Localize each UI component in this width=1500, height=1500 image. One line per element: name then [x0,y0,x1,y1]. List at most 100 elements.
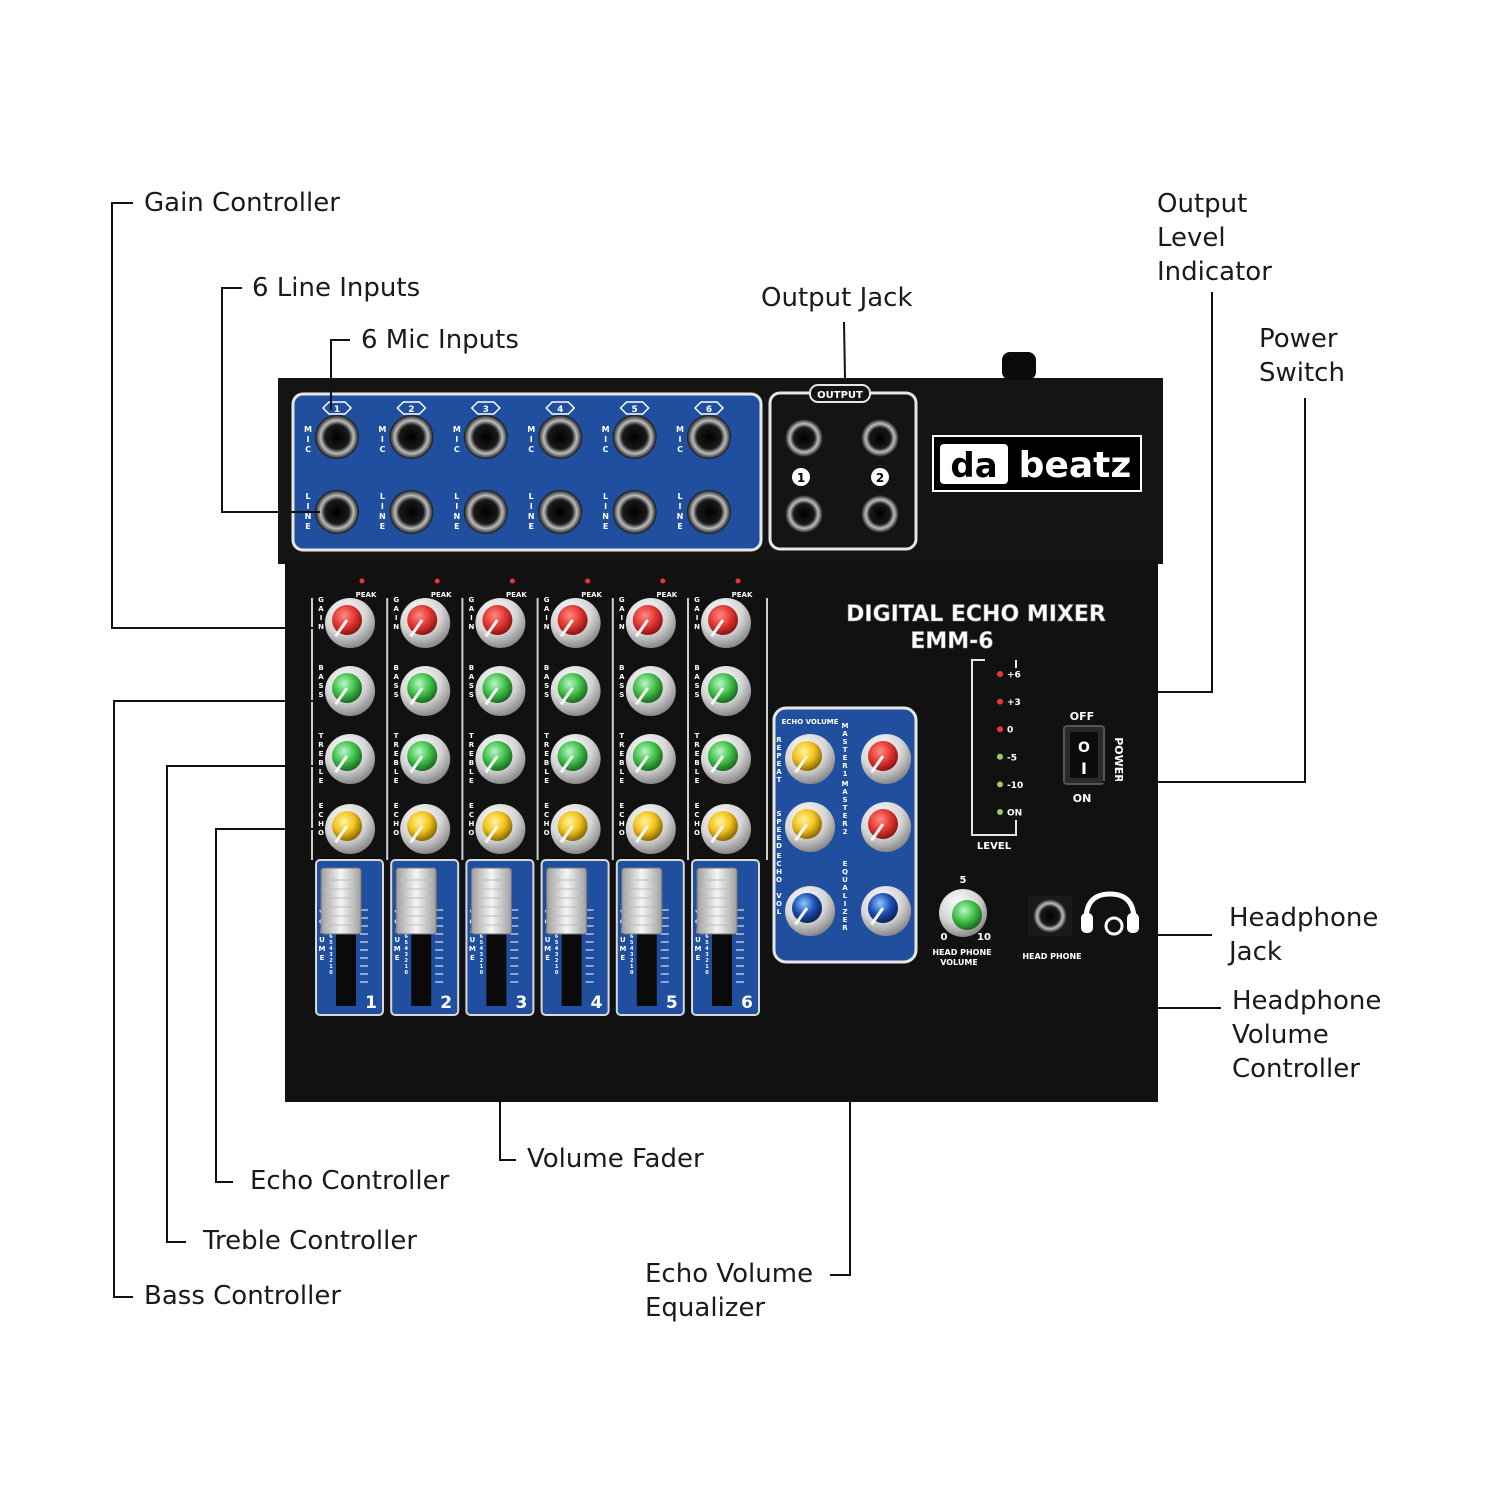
gain-knob-label-char: N [544,623,550,631]
mic-input-jack-1[interactable] [315,415,359,459]
fader-scale-char: 3 [555,952,559,958]
input-number-badge [693,401,725,415]
master1-label-char: A [842,730,848,738]
master1-knob[interactable] [861,734,911,784]
mic-label-char: M [602,425,610,434]
echo-knob-2[interactable] [400,804,451,854]
bass-knob-5[interactable] [625,666,676,716]
bass-knob-6[interactable] [701,666,751,716]
output-jack-2a[interactable] [861,419,899,457]
headphone-jack[interactable] [1033,899,1067,933]
treble-knob-label-char: T [695,732,700,740]
hp-vol-label-2: VOLUME [940,958,978,967]
bass-knob-2[interactable] [400,666,451,716]
gain-knob-1[interactable] [325,598,375,648]
echo-knob-label-char: E [695,802,700,810]
line-input-jack-1[interactable] [315,490,359,534]
master2-knob[interactable] [861,802,911,852]
speed-label-char: D [776,842,782,850]
mic-label-char: C [454,445,460,454]
gain-knob-2[interactable] [400,598,451,648]
treble-knob-1[interactable] [325,734,375,784]
mic-input-jack-6[interactable] [687,415,731,459]
treble-knob-2[interactable] [400,734,451,784]
echo-knob-label-char: H [544,820,550,828]
gain-knob-4[interactable] [550,598,601,648]
output-jack-1b[interactable] [785,495,823,533]
gain-knob-label-char: A [694,605,700,613]
fader-scale-char: 4 [480,946,484,952]
line-input-jack-6[interactable] [687,490,731,534]
echo-knob-label-char: H [694,820,700,828]
line-input-jack-3[interactable] [463,490,508,534]
power-rocker[interactable] [1070,732,1098,778]
echo-knob-5[interactable] [625,804,676,854]
gain-knob-6[interactable] [701,598,751,648]
master1-label-char: 1 [843,770,848,778]
gain-knob-label-char: A [469,605,475,613]
headphone-volume-knob[interactable] [952,900,982,930]
fader-scale-char: 3 [404,952,408,958]
fader-scale-char: 0 [404,970,408,976]
volume-label-char: E [320,954,325,962]
treble-knob-3[interactable] [475,734,526,784]
bass-knob-1[interactable] [325,666,375,716]
echo-knob-1[interactable] [325,804,375,854]
echo-knob-4[interactable] [550,804,601,854]
mic-input-jack-3[interactable] [463,415,508,459]
output-jack-1a[interactable] [785,419,823,457]
callout-echo-controller: Echo Controller [250,1166,450,1196]
line-label-char: E [305,522,310,531]
gain-knob-label-char: A [619,605,625,613]
gain-knob-3[interactable] [475,598,526,648]
fader-scale-char: 6 [404,934,408,940]
echo-knob-3[interactable] [475,804,526,854]
mic-label: MIC [602,425,610,454]
gain-knob-label-char: I [320,614,323,622]
equalizer-knob[interactable] [861,886,911,936]
treble-knob-6[interactable] [701,734,751,784]
equalizer-label-char: E [843,860,848,868]
level-led [997,781,1003,788]
line-label-char: N [453,512,460,521]
line-input-jack-2[interactable] [389,490,434,534]
gain-knob-5[interactable] [625,598,676,648]
volume-fader-3[interactable] [470,867,512,935]
input-panel: 1MICLINE2MICLINE3MICLINE4MICLINE5MICLINE… [291,392,763,552]
echo-knob-6[interactable] [701,804,751,854]
peak-led-6 [735,578,741,584]
bass-knob-4[interactable] [550,666,601,716]
level-label: LEVEL [977,841,1012,852]
leader-mic-inputs [330,339,350,410]
leader-volume-fader [499,1025,516,1161]
mic-input-jack-5[interactable] [612,415,657,459]
line-label-char: E [454,522,459,531]
treble-knob-label-char: R [318,741,324,749]
echo-vol-knob[interactable] [785,886,835,936]
treble-knob-4[interactable] [550,734,601,784]
echo-speed-knob[interactable] [785,802,835,852]
volume-fader-5[interactable] [621,867,663,935]
output-jack-2b[interactable] [861,495,899,533]
volume-fader-2[interactable] [395,867,437,935]
volume-fader-4[interactable] [546,867,588,935]
volume-fader-6[interactable] [696,867,738,935]
rear-knob [1002,352,1036,380]
fader-scale-char: 2 [630,958,634,964]
mic-input-jack-2[interactable] [389,415,434,459]
echo-knob-label: ECHO [468,802,474,837]
treble-knob-label-char: E [394,750,399,758]
echo-repeat-knob[interactable] [785,734,835,784]
gain-knob-6-pointer [710,619,725,638]
treble-knob-5[interactable] [625,734,676,784]
gain-knob-label-char: G [619,596,625,604]
input-number-badge [396,401,427,415]
line-input-jack-4[interactable] [538,490,583,534]
line-input-jack-5[interactable] [612,490,657,534]
bass-knob-label-char: B [694,664,699,672]
mic-input-jack-4[interactable] [538,415,583,459]
volume-fader-1[interactable] [320,867,362,935]
bass-knob-3[interactable] [475,666,526,716]
callout-treble-controller: Treble Controller [203,1226,418,1256]
